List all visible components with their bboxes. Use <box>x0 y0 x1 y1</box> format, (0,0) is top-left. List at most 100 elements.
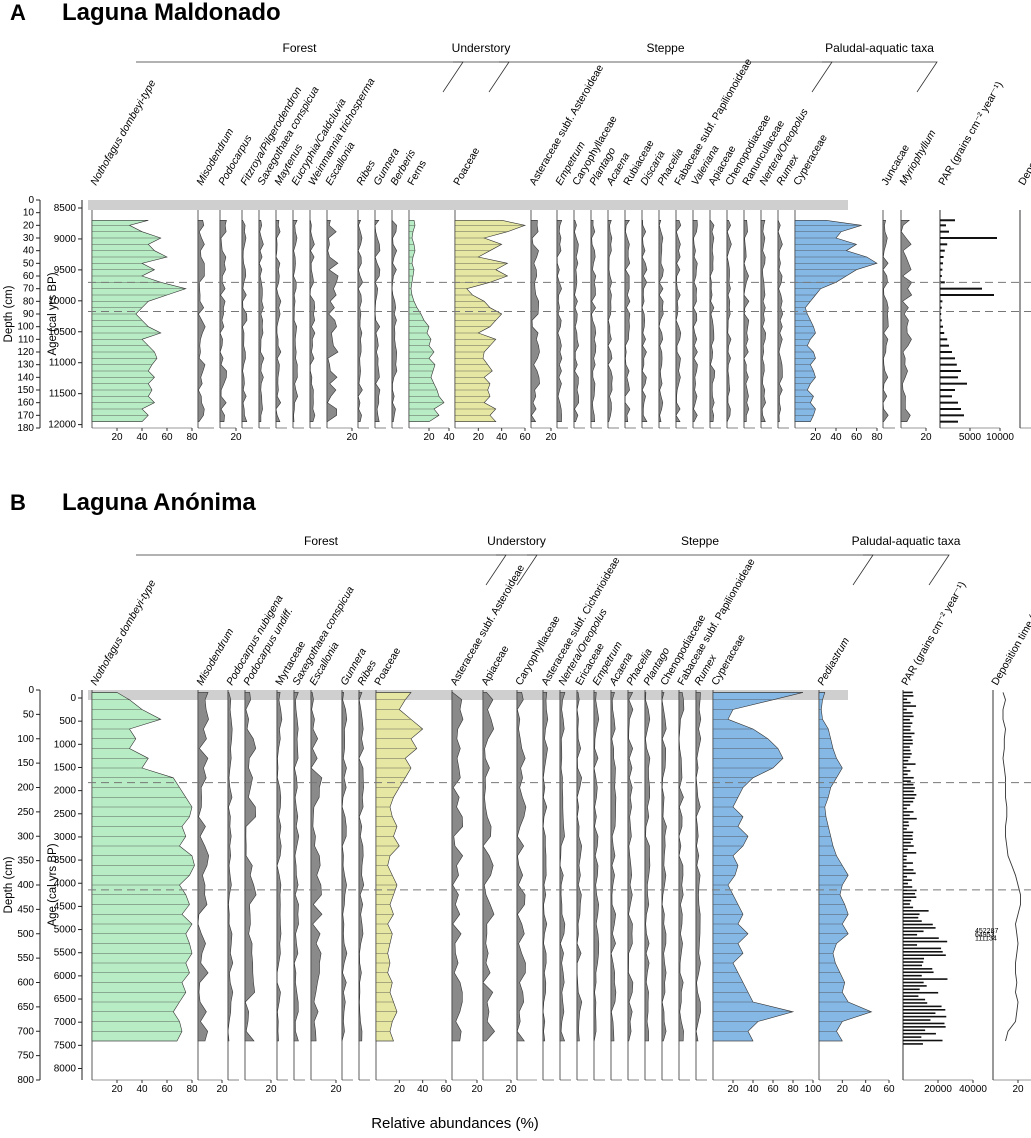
taxon-curve-fabaceae-subf-papilionoideae <box>678 692 685 1042</box>
par-bar <box>903 783 914 786</box>
par-bar <box>903 845 914 847</box>
taxon-curve-plantago <box>644 692 651 1042</box>
par-bar <box>903 869 914 871</box>
par-bar <box>940 262 943 265</box>
par-bar <box>903 920 922 922</box>
par-bar <box>903 718 910 721</box>
taxon-curve-ribes <box>357 219 364 423</box>
par-bar <box>940 325 943 328</box>
panel-title: Laguna Anónima <box>62 489 256 516</box>
par-bar <box>903 831 914 834</box>
depth-tick-label: 110 <box>18 334 34 345</box>
par-bar <box>940 414 964 417</box>
par-bar <box>940 382 967 385</box>
taxon-x-tick-label: 20 <box>230 432 242 443</box>
deposition-x-tick-label: 20 <box>1012 1084 1024 1095</box>
age-tick-label: 2000 <box>54 786 77 797</box>
taxon-curve-weinmannia-trichosperma <box>309 219 316 423</box>
deposition-curve <box>1002 692 1021 1042</box>
par-bar <box>903 732 915 735</box>
par-bar <box>903 892 916 895</box>
taxon-curve-rubiaceae <box>624 219 631 423</box>
par-bar <box>903 886 913 888</box>
taxon-x-tick-label: 100 <box>805 1084 822 1095</box>
age-tick-label: 3500 <box>54 855 77 866</box>
depth-tick-label: 140 <box>17 372 34 383</box>
par-bar <box>903 906 914 909</box>
par-bar <box>903 913 920 916</box>
par-bar <box>903 998 926 1001</box>
taxon-x-tick-label: 20 <box>394 1084 406 1095</box>
par-bar <box>903 797 915 800</box>
taxon-x-tick-label: 20 <box>423 432 435 443</box>
depth-tick-label: 70 <box>23 284 35 295</box>
group-bracket <box>453 61 510 93</box>
age-tick-label: 1000 <box>54 739 77 750</box>
group-bracket <box>136 554 507 586</box>
taxon-x-tick-label: 40 <box>136 1084 148 1095</box>
depth-tick-label: 650 <box>17 1002 34 1013</box>
group-label: Steppe <box>646 41 684 55</box>
age-tick-label: 4500 <box>54 901 77 912</box>
depth-tick-label: 200 <box>17 783 34 794</box>
par-bar <box>903 821 909 823</box>
taxon-curve-juncacae <box>882 219 889 423</box>
par-bar <box>903 763 916 765</box>
taxon-label: Nothofagus dombeyi-type <box>88 78 158 188</box>
par-bar <box>903 985 927 987</box>
group-label: Forest <box>304 534 339 548</box>
par-bar <box>940 363 957 366</box>
taxon-x-tick-label: 20 <box>330 1084 342 1095</box>
par-bar <box>903 787 915 789</box>
taxon-curve-saxegothaea-conspicua <box>293 692 300 1042</box>
par-bar <box>903 978 948 980</box>
par-bar <box>903 957 925 960</box>
par-bar <box>903 715 914 718</box>
taxon-curve-ribes <box>358 692 365 1042</box>
par-bar <box>903 739 913 742</box>
group-label: Paludal-aquatic taxa <box>852 534 961 548</box>
taxon-x-tick-label: 80 <box>871 432 883 443</box>
par-bar <box>940 256 944 258</box>
par-bar <box>903 759 909 762</box>
taxon-x-tick-label: 20 <box>545 432 557 443</box>
depth-tick-label: 50 <box>23 709 35 720</box>
par-bar <box>940 313 942 315</box>
age-tick-label: 5000 <box>54 925 77 936</box>
taxon-x-tick-label: 60 <box>851 432 863 443</box>
par-bar <box>940 319 942 322</box>
group-label: Paludal-aquatic taxa <box>825 41 934 55</box>
taxon-curve-saxegothaea-conspicua <box>258 219 265 423</box>
par-bar <box>903 940 948 943</box>
taxon-x-tick-label: 20 <box>471 1084 483 1095</box>
par-bar <box>940 268 943 271</box>
depth-tick-label: 350 <box>17 856 34 867</box>
depth-tick-label: 50 <box>23 258 35 269</box>
par-bar <box>940 408 961 410</box>
par-bar <box>903 742 913 745</box>
age-tick-label: 6500 <box>54 994 77 1005</box>
par-bar <box>903 858 907 861</box>
par-bar <box>903 780 911 782</box>
taxon-x-tick-label: 80 <box>186 1084 198 1095</box>
group-label: Steppe <box>681 534 719 548</box>
taxon-curve-pediastrum <box>818 692 873 1042</box>
taxon-x-tick-label: 40 <box>860 1084 872 1095</box>
par-bar <box>903 698 908 701</box>
par-bar <box>903 776 914 779</box>
par-bar <box>940 275 942 277</box>
par-bar <box>903 811 914 813</box>
par-bar <box>903 862 913 864</box>
par-bar <box>903 896 917 898</box>
par-bar <box>903 981 924 984</box>
par-annotation: 452287 <box>975 928 998 935</box>
par-bar <box>903 899 912 902</box>
par-bar <box>903 1043 923 1045</box>
taxon-curve-cyperaceae <box>712 692 804 1042</box>
no-data-band <box>88 200 848 210</box>
par-bar <box>903 852 917 854</box>
depth-tick-label: 40 <box>23 246 35 257</box>
taxon-x-tick-label: 20 <box>346 432 358 443</box>
age-axis-title: Age (cal yrs BP) <box>47 843 59 926</box>
taxon-curve-maytenus <box>275 219 282 423</box>
